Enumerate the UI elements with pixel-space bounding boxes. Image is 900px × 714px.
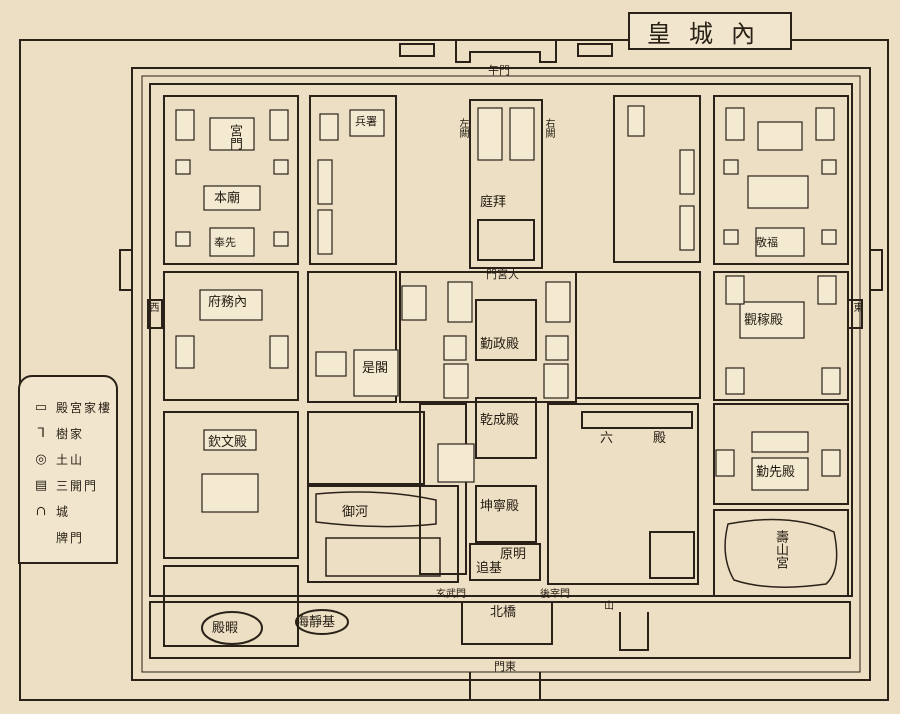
label-yuhe: 御河: [342, 505, 369, 520]
palace-inner-wall: [149, 83, 853, 597]
label-bingshi: 兵署: [355, 115, 377, 128]
label-neiwufu: 府務內: [208, 295, 248, 310]
label-qinxian: 勤先殿: [756, 465, 796, 480]
legend-item: ◎ 土山: [30, 451, 84, 468]
legend-item: 牌門: [56, 531, 85, 545]
label-wumen: 午門: [488, 64, 510, 77]
label-liuliu: 六殿: [600, 431, 707, 446]
label-taimiao: 本廟: [214, 191, 241, 206]
map-title: 皇城內: [628, 12, 792, 50]
label-guanqin: 觀稼殿: [744, 313, 784, 328]
label-jingfu: 敬福: [756, 236, 778, 249]
label-tiancang: 門東: [494, 660, 516, 673]
label-youque: 右闕: [543, 118, 554, 138]
legend-item: ᒣ 樹家: [30, 425, 84, 442]
gate-icon: ▤: [34, 478, 48, 493]
outer-wall: [19, 39, 889, 701]
legend-item: ▤ 三開門: [30, 477, 98, 494]
label-right-gate: 東: [851, 302, 862, 312]
wall-icon: ∩: [35, 504, 47, 519]
hall-icon: ▭: [34, 400, 48, 415]
legend-box: ▭ 殿宮家樓 ᒣ 樹家 ◎ 土山 ▤ 三開門 ∩ 城 牌門: [18, 375, 118, 564]
label-shoushan: 壽山宮: [773, 530, 788, 569]
label-shishi: 是閣: [362, 361, 389, 376]
label-left-gate: 西: [147, 302, 158, 312]
label-fengxian: 奉先: [214, 236, 236, 249]
label-qinzheng: 勤政殿: [480, 337, 520, 352]
label-houzai: 後宰門: [540, 589, 570, 600]
label-xuanyuan: 玄武門: [436, 589, 466, 600]
legend-item: ∩ 城: [30, 503, 70, 520]
label-baiting: 庭拜: [480, 195, 507, 210]
label-zhuiji: 追基: [476, 561, 503, 576]
label-beiqiao: 北橋: [490, 605, 517, 620]
label-zuoque: 左闕: [457, 118, 468, 138]
label-xiadian: 殿暇: [212, 621, 239, 636]
label-gongshu: 宮門: [227, 124, 242, 150]
imperial-city-wall: [131, 67, 871, 681]
shoushan-block: [713, 509, 849, 597]
taimiao-block: [163, 95, 299, 265]
label-shan: 山: [604, 601, 614, 612]
xiadian-block: [163, 565, 299, 647]
qinwen-block: [163, 411, 299, 559]
legend-item: ▭ 殿宮家樓: [30, 399, 112, 416]
label-kunning: 坤寧殿: [480, 499, 520, 514]
label-dagongmen: 門宮大: [486, 268, 519, 281]
shimiao-block: [713, 95, 849, 265]
tree-icon: ᒣ: [37, 426, 45, 441]
label-qinwen: 欽文殿: [208, 435, 248, 450]
label-gianqing: 乾成殿: [480, 413, 520, 428]
neiwufu-block: [163, 271, 299, 401]
hill-icon: ◎: [35, 452, 47, 467]
central-court: [469, 99, 543, 269]
label-yuanming: 原明: [500, 547, 527, 562]
label-zhenjing: 海靜基: [296, 615, 336, 630]
